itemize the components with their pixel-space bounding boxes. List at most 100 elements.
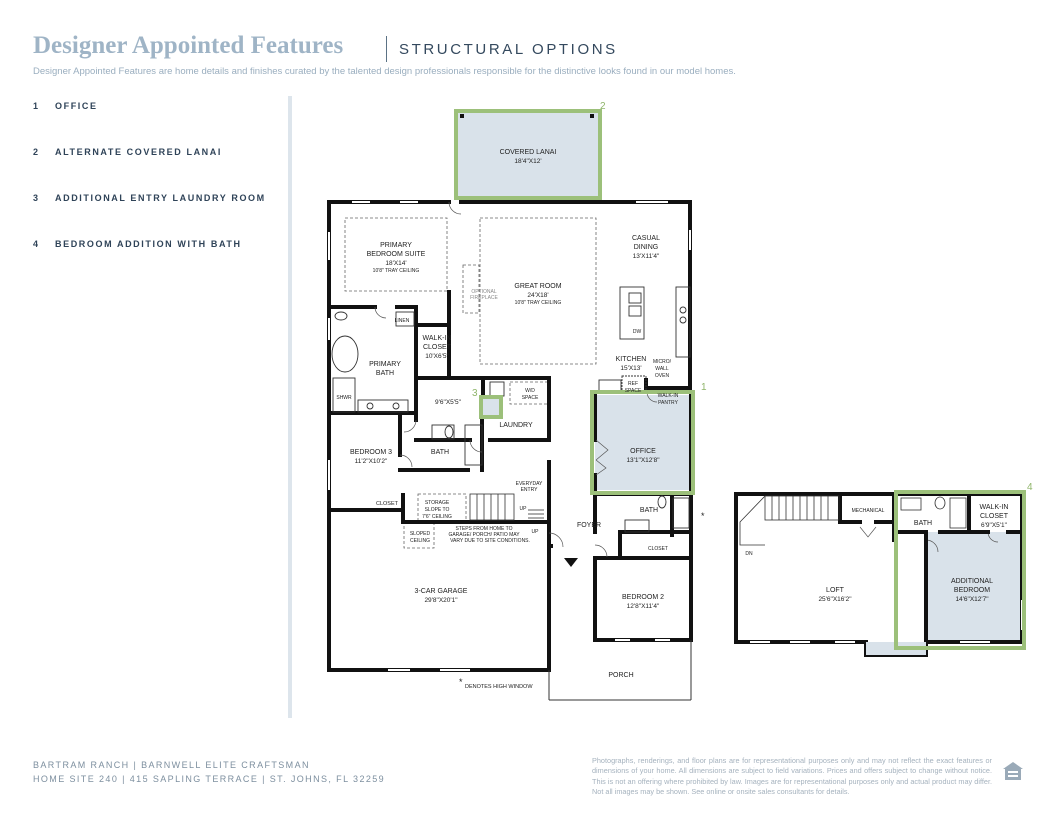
lanai-label: COVERED LANAI	[500, 149, 557, 156]
wd-label-1: W/D	[525, 388, 535, 394]
lanai-size: 18'4"X12'	[514, 158, 541, 165]
shower-label: SHWR	[336, 395, 352, 401]
office-label: OFFICE	[630, 448, 656, 455]
office-size: 13'1"X12'8"	[626, 457, 660, 464]
vertical-divider	[288, 96, 292, 718]
option-item-bedroom: 4 BEDROOM ADDITION WITH BATH	[33, 239, 242, 249]
section-title: STRUCTURAL OPTIONS	[399, 41, 618, 58]
pantry-label-2: PANTRY	[658, 400, 678, 406]
kitchen-counter	[675, 286, 691, 358]
office-fill	[595, 395, 691, 490]
title-divider	[386, 36, 387, 62]
sloped-ceiling-label-2: CEILING	[410, 538, 430, 544]
great-room-label: GREAT ROOM	[514, 283, 561, 290]
ref-space-label-2: SPACE	[625, 388, 642, 394]
equal-housing-icon	[1003, 762, 1023, 780]
micro-label-1: MICRO/	[653, 359, 672, 365]
garage-size: 29'8"X20'1"	[424, 597, 458, 604]
bedroom3-label: BEDROOM 3	[350, 449, 392, 456]
additional-bedroom-fill	[926, 532, 1022, 642]
additional-bedroom-size: 14'6"X12'7"	[955, 596, 989, 603]
pantry-label-1: WALK-IN	[658, 393, 679, 399]
walk-in-closet-label-2: CLOSET	[423, 344, 452, 351]
primary-tray-ceiling	[344, 217, 448, 292]
primary-suite-label-1: PRIMARY	[380, 242, 412, 249]
steps-note-2: GARAGE/ PORCH/ PATIO MAY	[448, 532, 520, 538]
option-label: BEDROOM ADDITION WITH BATH	[55, 239, 242, 249]
primary-suite-ceiling: 10'8" TRAY CEILING	[373, 268, 420, 274]
fireplace-label-2: FIREPLACE	[470, 295, 498, 301]
porch-label: PORCH	[608, 672, 633, 679]
closet-label-bed2: CLOSET	[648, 546, 668, 552]
dining-label-2: DINING	[634, 244, 659, 251]
footer-community: BARTRAM RANCH | BARNWELL ELITE CRAFTSMAN	[33, 760, 310, 770]
closet2-label-1: WALK-IN	[980, 504, 1009, 511]
fireplace-label-1: OPTIONAL	[471, 289, 497, 295]
great-room-size: 24'X18'	[527, 292, 548, 299]
option-number: 4	[33, 239, 40, 249]
option-label: ALTERNATE COVERED LANAI	[55, 147, 222, 157]
ref-space-label-1: REF	[628, 381, 638, 387]
footer-address: HOME SITE 240 | 415 SAPLING TERRACE | ST…	[33, 774, 386, 784]
up-label: UP	[520, 506, 528, 512]
storage-label-2: SLOPE TO	[425, 507, 450, 513]
optional-fireplace-outline	[462, 264, 480, 314]
note-asterisk: *	[459, 677, 463, 687]
primary-bath-label-1: PRIMARY	[369, 361, 401, 368]
dishwasher-label: DW	[633, 329, 642, 335]
linen-label: LINEN	[395, 318, 410, 324]
closet2-label-2: CLOSET	[980, 513, 1009, 520]
great-room-tray-ceiling	[479, 217, 597, 365]
option-4-highlight	[894, 490, 1026, 650]
option-1-highlight	[590, 390, 695, 495]
loft-size: 25'6"X16'2"	[818, 596, 852, 603]
option-number: 1	[33, 101, 40, 111]
bath-label-upper: BATH	[914, 520, 932, 527]
closet2-size: 6'9"X5'1"	[981, 522, 1008, 529]
primary-suite-size: 18'X14'	[385, 260, 406, 267]
everyday-entry-label-2: ENTRY	[521, 487, 539, 493]
option-number: 3	[33, 193, 40, 203]
option-3-highlight	[479, 395, 503, 419]
laundry-option-fill	[483, 399, 499, 415]
additional-bedroom-label-2: BEDROOM	[954, 587, 990, 594]
option-label: OFFICE	[55, 101, 98, 111]
option-item-office: 1 OFFICE	[33, 101, 98, 111]
bedroom3-size: 11'2"X10'2"	[355, 458, 388, 465]
callout-4: 4	[1027, 482, 1033, 493]
bath-label-office: BATH	[640, 507, 658, 514]
high-window-note: DENOTES HIGH WINDOW	[465, 684, 533, 690]
callout-2: 2	[600, 101, 606, 112]
micro-label-2: WALL	[655, 366, 669, 372]
callout-1: 1	[701, 382, 707, 393]
page-title: Designer Appointed Features	[33, 32, 344, 59]
great-room-ceiling: 10'8" TRAY CEILING	[515, 300, 562, 306]
option-label: ADDITIONAL ENTRY LAUNDRY ROOM	[55, 193, 266, 203]
sloped-ceiling-label-1: SLOPED	[410, 531, 431, 537]
closet-label-bed3: CLOSET	[376, 501, 399, 507]
dining-label-1: CASUAL	[632, 235, 660, 242]
disclaimer: Photographs, renderings, and floor plans…	[592, 756, 992, 796]
walk-in-closet-size: 10'X6'5"	[425, 353, 449, 360]
bedroom2-size: 12'8"X11'4"	[627, 603, 660, 610]
steps-note-3: VARY DUE TO SITE CONDITIONS.	[450, 538, 530, 544]
additional-bedroom-label-1: ADDITIONAL	[951, 578, 993, 585]
laundry-size: 9'6"X5'5"	[435, 399, 462, 406]
dining-size: 13'X11'4"	[633, 253, 660, 260]
primary-suite-label-2: BEDROOM SUITE	[367, 251, 426, 258]
mechanical-label: MECHANICAL	[852, 508, 885, 514]
option-item-laundry: 3 ADDITIONAL ENTRY LAUNDRY ROOM	[33, 193, 266, 203]
callout-3: 3	[472, 388, 478, 399]
everyday-entry-label-1: EVERYDAY	[516, 481, 543, 487]
kitchen-label: KITCHEN	[616, 356, 647, 363]
page-subtitle: Designer Appointed Features are home det…	[33, 66, 736, 77]
dn-label: DN	[745, 551, 753, 557]
primary-bath-label-2: BATH	[376, 370, 394, 377]
steps-note-1: STEPS FROM HOME TO	[455, 526, 512, 532]
high-window-asterisk: *	[701, 511, 705, 521]
option-2-highlight	[454, 109, 602, 200]
garage-label: 3-CAR GARAGE	[415, 588, 468, 595]
lanai-fill	[458, 113, 598, 196]
